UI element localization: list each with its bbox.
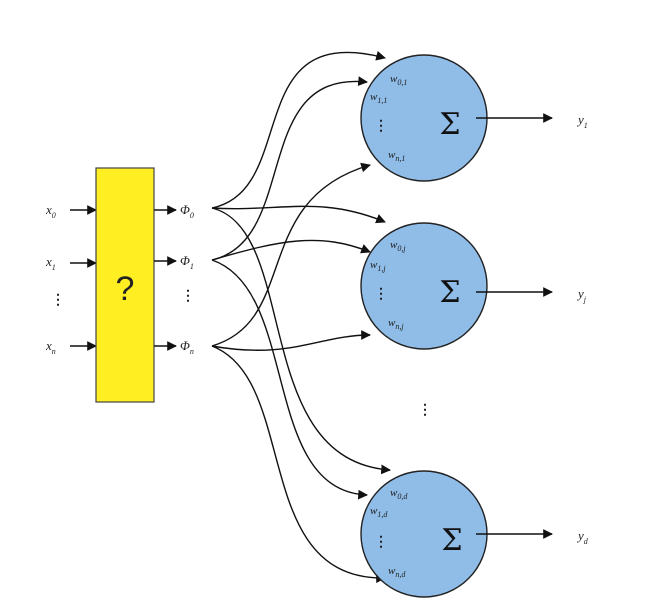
input-label-x0: x0 — [45, 202, 56, 220]
weight-top-j: w0,j — [390, 239, 406, 253]
sum-symbol-j: Σ — [439, 275, 460, 310]
input-label-xn: xn — [45, 338, 56, 356]
weight-ellipsis-j: ⋮ — [374, 285, 388, 301]
weight-top-1: w0,1 — [390, 73, 407, 87]
neuron-j-circle — [360, 222, 488, 350]
feature-label-phin: Φn — [180, 338, 194, 356]
weight-mid-1: w1,1 — [370, 91, 387, 105]
output-label-d: yd — [576, 528, 589, 546]
feature-ellipsis: ⋮ — [181, 287, 195, 303]
output-label-j: yj — [576, 286, 587, 304]
weight-bot-d: wn,d — [388, 565, 406, 579]
feature-label-phi1: Φ1 — [180, 253, 194, 271]
weight-top-d: w0,d — [390, 487, 408, 501]
edge-phi1-node3 — [211, 259, 368, 500]
connections — [211, 51, 391, 584]
edge-phi1-node2 — [211, 239, 371, 261]
weight-mid-d: w1,d — [370, 505, 388, 519]
feature-arrows — [154, 205, 177, 351]
sum-symbol-1: Σ — [439, 107, 460, 142]
edge-phin-node1 — [211, 162, 371, 347]
feature-label-phi0: Φ0 — [180, 202, 194, 220]
neuron-d: w0,d w1,d ⋮ wn,d Σ yd — [360, 470, 589, 598]
neuron-ellipsis: ⋮ — [418, 401, 432, 417]
input-label-x1: x1 — [45, 254, 56, 272]
output-label-1: y1 — [576, 112, 588, 130]
edge-phi0-node1-a — [211, 51, 386, 209]
weight-bot-1: wn,1 — [388, 149, 405, 163]
edge-phi0-node3 — [211, 207, 391, 475]
neuron-j: w0,j w1,j ⋮ wn,j Σ yj — [360, 222, 587, 350]
edge-phin-node3 — [211, 345, 386, 584]
box-question-label: ? — [116, 270, 135, 308]
unknown-transform-box — [95, 167, 155, 403]
neuron-1: w0,1 w1,1 ⋮ wn,1 Σ y1 — [360, 54, 588, 182]
feature-labels: Φ0 Φ1 ⋮ Φn — [180, 202, 195, 356]
edge-phi1-node1 — [211, 76, 368, 261]
weight-ellipsis-1: ⋮ — [374, 117, 388, 133]
edge-phi0-node2 — [211, 205, 386, 224]
input-ellipsis: ⋮ — [51, 291, 65, 307]
weight-mid-j: w1,j — [370, 259, 386, 273]
weight-ellipsis-d: ⋮ — [374, 533, 388, 549]
input-arrows — [70, 205, 97, 351]
sum-symbol-d: Σ — [441, 523, 462, 558]
edge-phin-node2 — [211, 330, 371, 351]
weight-bot-j: wn,j — [388, 317, 404, 331]
input-labels: x0 x1 ⋮ xn — [45, 202, 65, 356]
